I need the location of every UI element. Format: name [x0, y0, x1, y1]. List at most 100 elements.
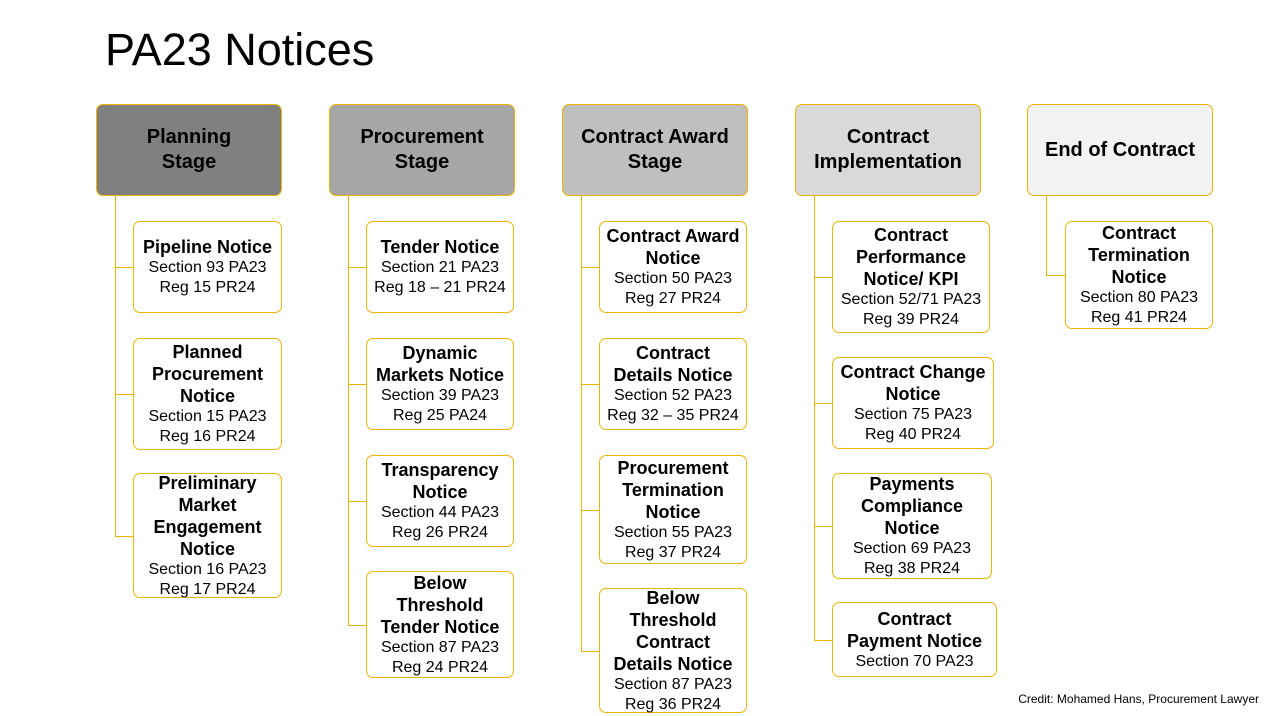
stage-label: End of Contract — [1045, 138, 1195, 161]
notice-reference: Reg 36 PR24 — [624, 695, 722, 713]
notice-name-line: Transparency — [381, 460, 499, 480]
connector-line — [348, 196, 349, 625]
notice-reference: Reg 18 – 21 PR24 — [374, 279, 506, 296]
notice-reference: Section 52/71 PA23 — [840, 291, 982, 308]
notice-name-line: Notice — [645, 501, 701, 522]
notice-reference: Reg 39 PR24 — [862, 311, 960, 328]
notice-reference: Section 87 PA23 — [613, 675, 732, 693]
connector-line — [115, 535, 133, 537]
notice-name-line: Notice — [412, 482, 468, 502]
notice-name-line: Notice — [645, 248, 701, 268]
notice-reference: Section 70 PA23 — [855, 652, 974, 670]
stage-label: Stage — [394, 151, 450, 173]
notice-name-line: Payment Notice — [846, 630, 983, 651]
notice-reference: Reg 32 – 35 PR24 — [607, 407, 739, 424]
notice-name-line: Engagement — [153, 516, 262, 537]
notice-name-line: Details Notice — [613, 365, 733, 385]
stage-label: Planning — [146, 126, 232, 148]
notice-reference: Section 21 PA23 — [380, 259, 499, 276]
notice-reference: Section 50 PA23 — [613, 270, 732, 287]
notice-reference: Reg 16 PR24 — [159, 428, 256, 445]
connector-line — [348, 501, 366, 502]
notice-name-line: Pipeline Notice — [142, 237, 273, 257]
notice-name-line: Planned — [172, 342, 243, 362]
notice-name-line: Markets Notice — [375, 365, 505, 385]
connector-line — [115, 267, 133, 268]
notice-reference: Reg 27 PR24 — [624, 290, 722, 307]
notice-reference: Reg 25 PA24 — [393, 407, 487, 424]
notice-name-line: Contract Change — [840, 362, 986, 382]
notice-reference: Section 80 PA23 — [1079, 289, 1198, 306]
notice-reference: Section 87 PA23 — [380, 638, 499, 656]
notice-reference: Reg 38 PR24 — [863, 560, 961, 577]
notice-name-line: Notice — [179, 538, 235, 559]
notice-name-line: Termination — [1088, 245, 1190, 265]
connector-line — [814, 526, 832, 527]
connector-line — [814, 639, 832, 641]
notice-name-line: Notice/ KPI — [863, 269, 959, 289]
connector-line — [814, 403, 832, 404]
notice-name-line: Compliance — [860, 496, 964, 516]
connector-line — [348, 384, 366, 385]
notice-name-line: Performance — [855, 247, 967, 267]
notice-reference: Section 16 PA23 — [148, 560, 267, 578]
stage-label: Contract Award — [581, 126, 729, 148]
notice-reference: Section 44 PA23 — [380, 504, 499, 521]
connector-line — [814, 196, 815, 640]
stage-label: Implementation — [814, 151, 962, 173]
notice-reference: Reg 24 PR24 — [391, 658, 489, 676]
stage-label: Stage — [161, 151, 217, 173]
credit-text: Credit: Mohamed Hans, Procurement Lawyer — [1018, 692, 1259, 706]
notice-name-line: Contract — [635, 631, 710, 652]
notice-name-line: Threshold — [396, 594, 484, 615]
notice-name-line: Contract — [873, 225, 948, 245]
notice-name-line: Market — [178, 494, 237, 515]
connector-line — [1046, 196, 1047, 275]
notice-reference: Reg 41 PR24 — [1090, 309, 1188, 326]
connector-line — [348, 267, 366, 268]
notice-reference: Reg 17 PR24 — [159, 580, 256, 598]
connector-line — [581, 509, 599, 511]
notice-name-line: Preliminary — [158, 472, 257, 493]
stage-label: Stage — [627, 151, 683, 173]
connector-line — [814, 277, 832, 278]
notice-name-line: Contract — [635, 343, 710, 363]
notice-reference: Reg 40 PR24 — [864, 426, 962, 443]
connector-line — [581, 267, 599, 268]
connector-line — [581, 196, 582, 651]
notice-reference: Section 75 PA23 — [853, 406, 972, 423]
notice-reference: Section 55 PA23 — [613, 523, 732, 541]
notice-name-line: Payments — [869, 474, 955, 494]
notice-name-line: Termination — [622, 479, 724, 500]
notice-name-line: Below — [646, 587, 700, 608]
connector-line — [581, 650, 599, 652]
notice-name-line: Contract Award — [606, 226, 740, 246]
